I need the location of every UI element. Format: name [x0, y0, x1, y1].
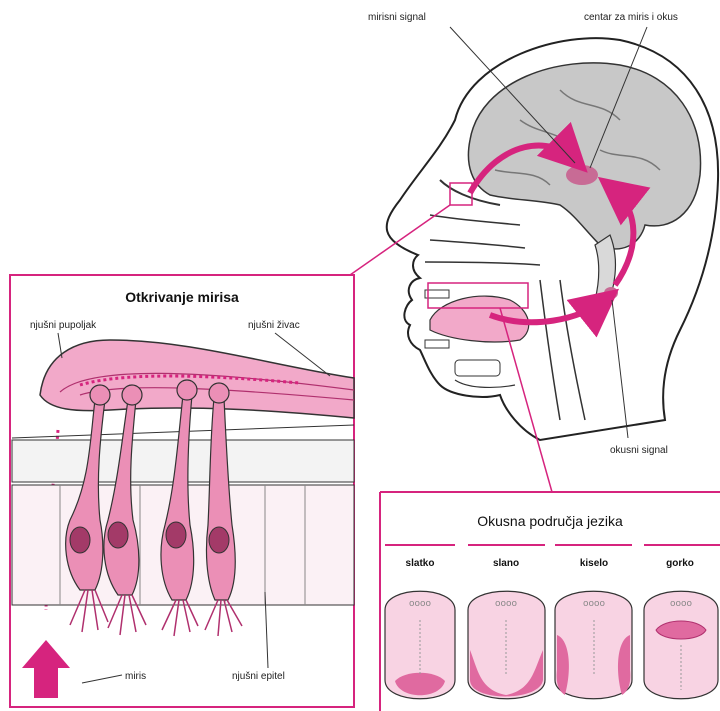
label-olfactory-nerve: njušni živac [248, 320, 300, 331]
label-smell-taste-center: centar za miris i okus [584, 12, 678, 23]
head-profile [387, 38, 718, 440]
svg-text:oooo: oooo [409, 599, 432, 609]
label-olfactory-bulb: njušni pupoljak [30, 320, 97, 331]
brainstem-spot [604, 287, 618, 299]
taste-label-sweet: slatko [406, 558, 435, 569]
svg-text:oooo: oooo [495, 599, 518, 609]
tongue-sour: oooo [555, 591, 632, 699]
svg-text:oooo: oooo [670, 599, 693, 609]
label-odor: miris [125, 671, 146, 682]
svg-text:oooo: oooo [583, 599, 606, 609]
label-olfactory-epithelium: njušni epitel [232, 671, 285, 682]
tongue-bitter: oooo [644, 591, 718, 699]
tongue-sweet: oooo [385, 591, 455, 699]
label-olfactory-signal: mirisni signal [368, 12, 426, 23]
smell-inset: Otkrivanje mirisa [10, 275, 354, 707]
taste-label-bitter: gorko [666, 558, 694, 569]
taste-inset: Okusna područja jezika slatko slano kise… [380, 492, 720, 711]
taste-label-sour: kiselo [580, 558, 608, 569]
tongue-salty: oooo [468, 591, 545, 699]
taste-label-salty: slano [493, 558, 519, 569]
smell-inset-title: Otkrivanje mirisa [125, 289, 239, 305]
label-taste-signal: okusni signal [610, 445, 668, 456]
taste-center-spot [566, 165, 598, 185]
taste-inset-title: Okusna područja jezika [477, 513, 623, 529]
